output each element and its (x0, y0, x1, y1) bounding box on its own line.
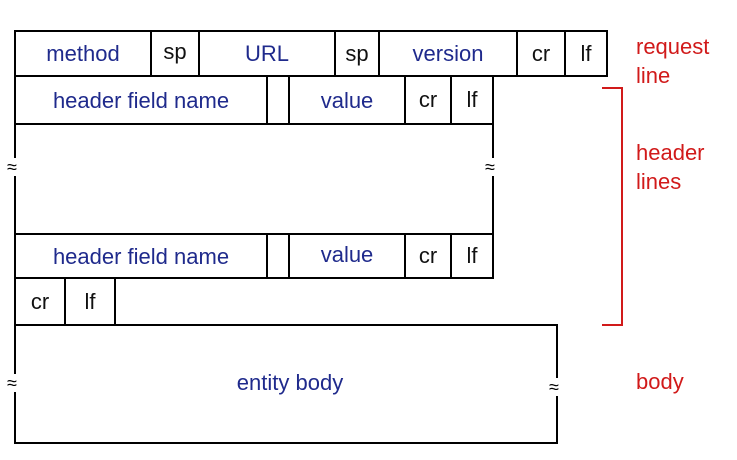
header-break-mark-left: ≈ (6, 157, 18, 177)
body-break-mark-right: ≈ (548, 377, 560, 397)
header-lines-label-line1: header (636, 140, 705, 165)
header-field-name-cell-1: header field name (14, 75, 268, 125)
header-cr-cell-1: cr (404, 75, 452, 125)
header-lines-label: header lines (636, 138, 705, 196)
header-spacer-cell-2 (266, 233, 290, 279)
header-lf-cell-1: lf (450, 75, 494, 125)
header-lf-cell-2: lf (450, 233, 494, 279)
header-field-name-cell-2: header field name (14, 233, 268, 279)
sp-cell-1: sp (150, 30, 200, 77)
header-break-mark-right: ≈ (484, 157, 496, 177)
header-lines-bracket-vertical (621, 87, 623, 326)
end-cr-cell: cr (14, 277, 66, 326)
body-break-mark-left: ≈ (6, 373, 18, 393)
header-lines-label-line2: lines (636, 169, 682, 194)
version-cell: version (378, 30, 518, 77)
header-lines-bracket-bottom (602, 324, 623, 326)
url-cell: URL (198, 30, 336, 77)
body-label: body (636, 369, 684, 394)
request-line-label-line2: line (636, 63, 671, 88)
sp-cell-2: sp (334, 30, 380, 77)
request-lf-cell: lf (564, 30, 608, 77)
entity-body-text: entity body (236, 370, 344, 395)
method-cell: method (14, 30, 152, 77)
body-bottom-line (14, 442, 558, 444)
end-lf-cell: lf (64, 277, 116, 326)
header-frame-left-line (14, 123, 16, 235)
header-lines-bracket-top (602, 87, 623, 89)
request-line-label: request line (636, 32, 709, 90)
header-cr-cell-2: cr (404, 233, 452, 279)
header-frame-right-line (492, 123, 494, 235)
header-value-cell-1: value (288, 75, 406, 125)
header-spacer-cell-1 (266, 75, 290, 125)
request-cr-cell: cr (516, 30, 566, 77)
body-top-line (114, 324, 558, 326)
header-value-cell-2: value (288, 233, 406, 279)
request-line-label-line1: request (636, 34, 710, 59)
